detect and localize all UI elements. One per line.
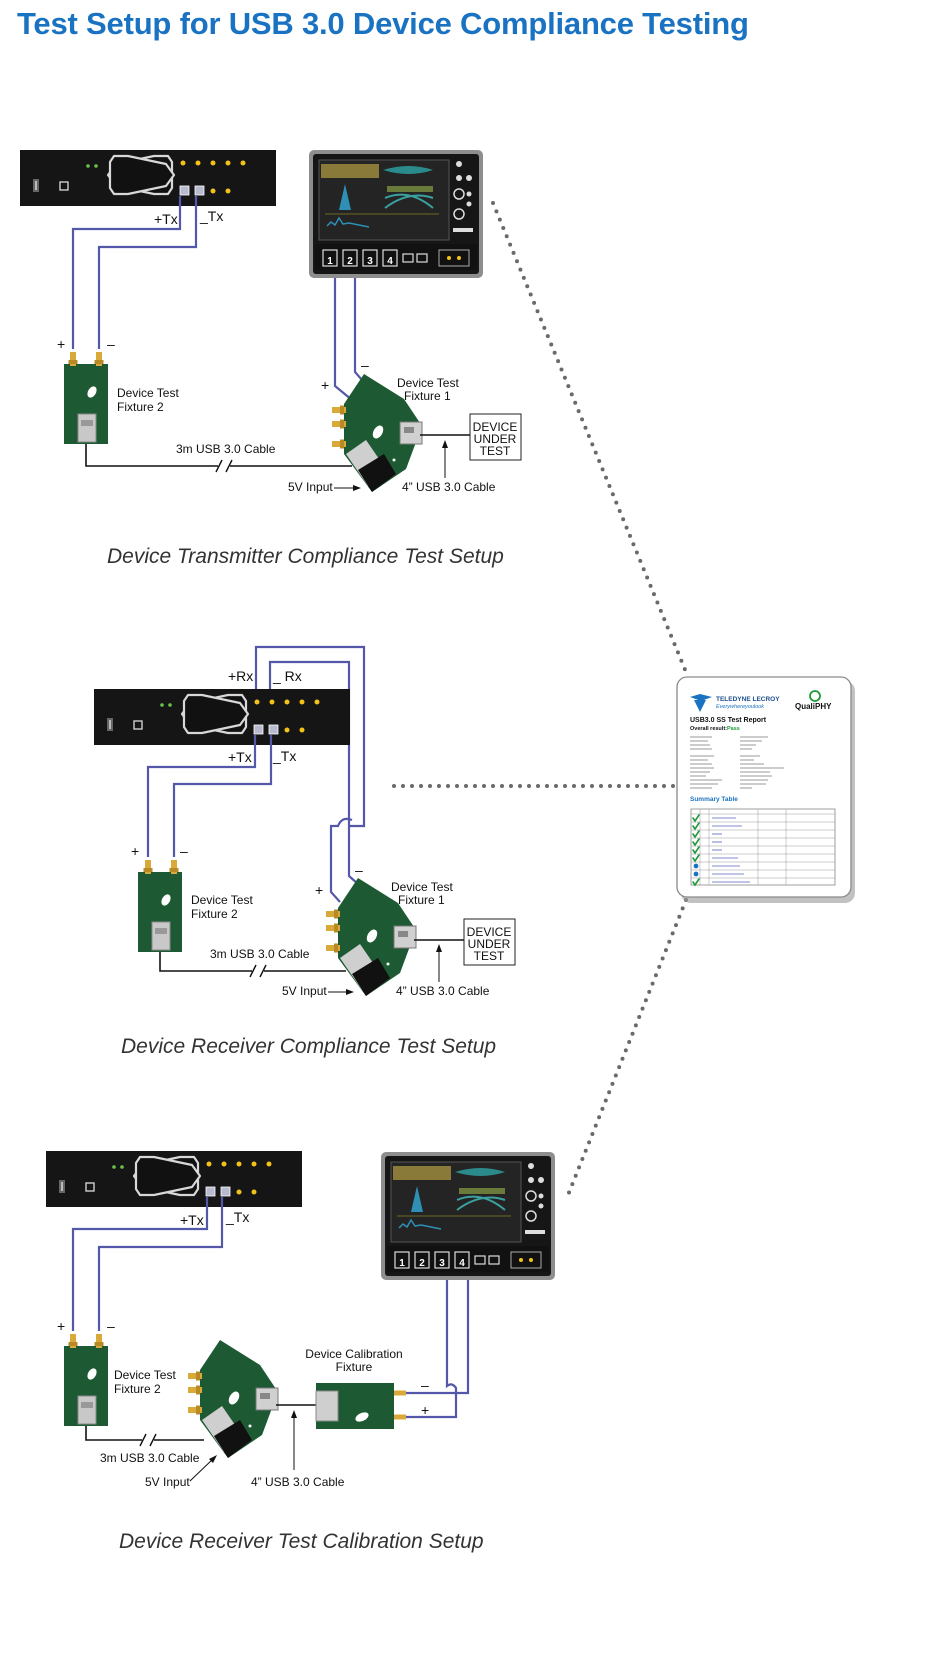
fixture1-minus-label: –: [355, 862, 363, 878]
report-overall-value: Pass: [727, 726, 740, 732]
report-heading: USB3.0 SS Test Report: [690, 717, 767, 724]
section-calibration: +Tx _Tx + – Device Test Fixture 2 1 2 3 …: [44, 1149, 556, 1553]
dut-label-line2: UNDER: [474, 432, 517, 446]
section-receiver: +Rx _ Rx +Tx _Tx + – Device Test Fixture…: [92, 645, 516, 1058]
dut-label-line2: UNDER: [468, 937, 511, 951]
report-tagline: Everywhereyoulook: [716, 704, 764, 710]
dut-label-line1: DEVICE: [473, 420, 518, 434]
report-brand: TELEDYNE LECROY: [716, 696, 780, 703]
rx-plus-label: +Rx: [228, 668, 253, 684]
cable-3m-label: 3m USB 3.0 Cable: [210, 947, 310, 961]
fixture1-label-line2: Fixture 1: [398, 893, 445, 907]
oscilloscope-icon: [380, 1151, 556, 1281]
test-fixture-icon: [63, 363, 109, 445]
caption-transmitter: Device Transmitter Compliance Test Setup: [107, 545, 504, 568]
rx-minus-label: _ Rx: [272, 668, 302, 684]
cable-4in-label: 4” USB 3.0 Cable: [251, 1475, 345, 1489]
dut-label-line3: TEST: [474, 949, 505, 963]
fixture2-plus-label: +: [131, 843, 139, 859]
calibration-label-line2: Fixture: [336, 1360, 373, 1374]
fixture2-minus-label: –: [107, 1318, 115, 1334]
calibration-label-line1: Device Calibration: [305, 1347, 402, 1361]
cal-minus-label: –: [421, 1377, 429, 1393]
tx-plus-label: +Tx: [180, 1212, 204, 1228]
report-connectors: [392, 201, 688, 1197]
cable-3m-label: 3m USB 3.0 Cable: [176, 442, 276, 456]
svg-text:3: 3: [439, 1258, 445, 1269]
fixture2-label-line2: Fixture 2: [117, 400, 164, 414]
cable-tx-minus: [97, 196, 198, 349]
dut-label-line1: DEVICE: [467, 925, 512, 939]
test-fixture-icon: [137, 871, 183, 953]
fixture2-plus-label: +: [57, 1318, 65, 1334]
svg-text:2: 2: [347, 256, 353, 267]
tx-minus-label: _Tx: [199, 208, 223, 224]
fixture2-label-line2: Fixture 2: [114, 1382, 161, 1396]
caption-calibration: Device Receiver Test Calibration Setup: [119, 1530, 484, 1553]
svg-text:4: 4: [459, 1258, 465, 1269]
caption-receiver: Device Receiver Compliance Test Setup: [121, 1035, 496, 1058]
svg-text:3: 3: [367, 256, 373, 267]
section-transmitter: +Tx _Tx + – Device Test Fixture 2 1 2 3 …: [18, 148, 522, 568]
fixture2-minus-label: –: [107, 336, 115, 352]
fixture2-label-line1: Device Test: [191, 893, 253, 907]
protocol-analyzer-icon: [44, 1149, 304, 1209]
fixture2-label-line2: Fixture 2: [191, 907, 238, 921]
calibration-fixture-icon: [315, 1382, 395, 1430]
tx-plus-label: +Tx: [228, 749, 252, 765]
fixture2-minus-label: –: [180, 843, 188, 859]
fixture2-label-line1: Device Test: [117, 386, 179, 400]
dut-label-line3: TEST: [480, 444, 511, 458]
svg-text:4: 4: [387, 256, 393, 267]
tx-plus-label: +Tx: [154, 211, 178, 227]
test-fixture-icon: [199, 1339, 279, 1459]
svg-text:2: 2: [419, 1258, 425, 1269]
fixture1-label-line1: Device Test: [397, 376, 459, 390]
fixture1-label-line2: Fixture 1: [404, 389, 451, 403]
svg-text:1: 1: [327, 256, 333, 267]
test-fixture-icon: [63, 1345, 109, 1427]
fixture1-label-line1: Device Test: [391, 880, 453, 894]
cal-plus-label: +: [421, 1402, 429, 1418]
cable-4in-label: 4” USB 3.0 Cable: [396, 984, 490, 998]
tx-minus-label: _Tx: [225, 1209, 249, 1225]
fixture1-plus-label: +: [315, 882, 323, 898]
fixture1-plus-label: +: [321, 377, 329, 393]
report-overall-label: Overall result:: [690, 726, 727, 732]
input-5v-label: 5V Input: [145, 1475, 190, 1489]
input-5v-label: 5V Input: [282, 984, 327, 998]
protocol-analyzer-icon: [18, 148, 278, 208]
input-5v-label: 5V Input: [288, 480, 333, 494]
svg-text:1: 1: [399, 1258, 405, 1269]
report-summary-title: Summary Table: [690, 796, 738, 803]
tx-minus-label: _Tx: [272, 748, 296, 764]
cable-tx-plus: [71, 196, 182, 349]
fixture2-plus-label: +: [57, 336, 65, 352]
oscilloscope-icon: [308, 149, 484, 279]
cable-3m-label: 3m USB 3.0 Cable: [100, 1451, 200, 1465]
report-product: QualiPHY: [795, 702, 832, 711]
page-title: Test Setup for USB 3.0 Device Compliance…: [17, 6, 749, 41]
cable-4in-label: 4” USB 3.0 Cable: [402, 480, 496, 494]
fixture2-label-line1: Device Test: [114, 1368, 176, 1382]
fixture1-minus-label: –: [361, 357, 369, 373]
protocol-analyzer-icon: [92, 687, 352, 747]
report-icon: TELEDYNE LECROY Everywhereyoulook QualiP…: [676, 676, 855, 903]
cable-rx-plus: [254, 645, 366, 828]
